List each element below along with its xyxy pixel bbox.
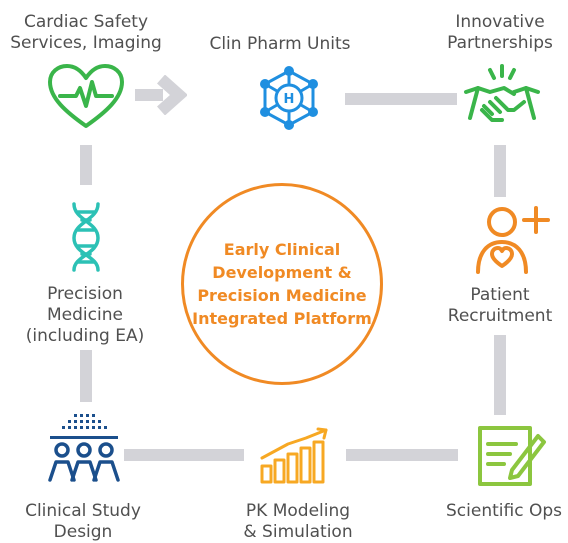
connector-clinpharm-partnerships [345,93,457,105]
pk-label-line-1: PK Modeling [245,501,351,521]
node-label-precision: Precision Medicine (including EA) [10,284,160,347]
connector-scientificops-pk [346,449,458,461]
cardiac-label-line-2: Services, Imaging [10,33,162,53]
center-line-3: Precision Medicine [197,286,367,305]
connector-arrow-cardiac-to-clinpharm [135,89,163,101]
heart-ecg-icon [48,64,124,128]
cardiac-label-line-1: Cardiac Safety [23,12,149,32]
svg-text:H: H [284,92,295,107]
node-label-partnerships: Innovative Partnerships [425,12,568,54]
pk-label-line-2: & Simulation [243,522,353,542]
hospital-network-icon: H [260,66,318,130]
scientificops-label-line-1: Scientific Ops [446,501,562,521]
precision-label-line-3: (including EA) [25,326,145,346]
center-platform-circle: Early Clinical Development & Precision M… [181,183,383,385]
arrow-right-icon [157,75,187,115]
node-label-pk: PK Modeling & Simulation [223,501,373,543]
partnerships-label-line-2: Partnerships [447,33,553,53]
connector-clinicalstudy-precision [80,350,92,402]
connector-precision-cardiac [80,145,92,185]
precision-label-line-2: Medicine [47,305,123,325]
team-grid-icon [48,414,120,482]
center-line-2: Development & [212,263,352,282]
dna-icon [72,202,100,272]
connector-patient-scientificops [494,335,506,415]
node-label-clinicalstudy: Clinical Study Design [8,501,158,543]
node-label-cardiac: Cardiac Safety Services, Imaging [0,12,172,54]
person-add-heart-icon [476,206,550,274]
node-label-scientificops: Scientific Ops [440,501,568,522]
document-edit-icon [478,426,546,486]
connector-pk-clinicalstudy [124,449,244,461]
connector-partnerships-patient [494,145,506,197]
growth-chart-icon [260,427,328,484]
clinpharm-label-line-1: Clin Pharm Units [209,34,351,54]
center-line-4: Integrated Platform [192,309,372,328]
precision-label-line-1: Precision [47,284,123,304]
node-label-patient: Patient Recruitment [430,285,568,327]
patient-label-line-1: Patient [470,285,530,305]
partnerships-label-line-1: Innovative [455,12,545,32]
clinicalstudy-label-line-1: Clinical Study [25,501,141,521]
node-label-clinpharm: Clin Pharm Units [205,34,355,55]
patient-label-line-2: Recruitment [447,306,553,326]
center-line-1: Early Clinical [223,240,341,259]
clinicalstudy-label-line-2: Design [53,522,113,542]
handshake-icon [464,64,540,122]
